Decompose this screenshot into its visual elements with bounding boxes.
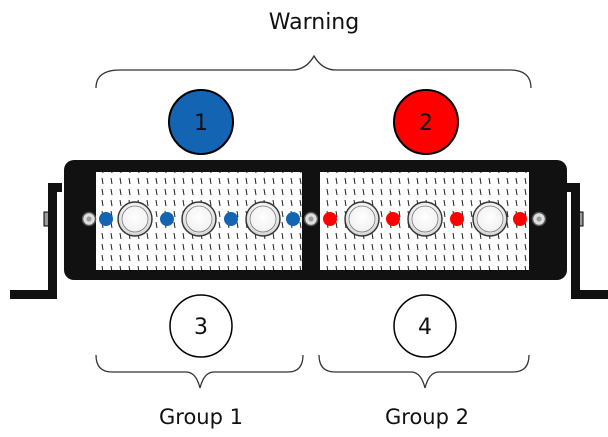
zone-3: 3 bbox=[169, 294, 233, 358]
blue-led-icon bbox=[160, 212, 174, 226]
red-led-icon bbox=[386, 212, 400, 226]
zone-2-number: 2 bbox=[419, 111, 433, 136]
zone-2-circle bbox=[393, 89, 459, 155]
zone-4: 4 bbox=[393, 294, 457, 358]
led-lens-icon bbox=[344, 201, 380, 237]
zone-4-circle bbox=[393, 294, 457, 358]
group-2-brace bbox=[318, 354, 530, 389]
led-lens-icon bbox=[472, 201, 508, 237]
warning-title: Warning bbox=[269, 10, 359, 35]
warning-brace bbox=[95, 54, 532, 89]
group-1-brace bbox=[95, 354, 304, 389]
screw-icon bbox=[531, 211, 547, 227]
group-1-label: Group 1 bbox=[159, 405, 243, 429]
led-lens-icon bbox=[181, 201, 217, 237]
red-led-icon bbox=[450, 212, 464, 226]
blue-led-icon bbox=[286, 212, 300, 226]
red-led-icon bbox=[513, 212, 527, 226]
left-mounting-bracket-icon bbox=[10, 183, 62, 299]
screw-icon bbox=[81, 211, 97, 227]
blue-led-icon bbox=[224, 212, 238, 226]
group-2-label: Group 2 bbox=[385, 405, 469, 429]
zone-3-circle bbox=[169, 294, 233, 358]
led-lens-icon bbox=[245, 201, 281, 237]
right-mounting-bracket-icon bbox=[566, 183, 608, 299]
red-led-icon bbox=[323, 212, 337, 226]
led-lens-icon bbox=[117, 201, 153, 237]
zone-4-number: 4 bbox=[418, 315, 432, 340]
zone-1: 1 bbox=[168, 89, 234, 155]
zone-2: 2 bbox=[393, 89, 459, 155]
blue-led-icon bbox=[99, 212, 113, 226]
zone-3-number: 3 bbox=[194, 315, 208, 340]
led-lens-icon bbox=[407, 201, 443, 237]
zone-1-circle bbox=[168, 89, 234, 155]
zone-1-number: 1 bbox=[194, 111, 208, 136]
screw-icon bbox=[303, 211, 319, 227]
